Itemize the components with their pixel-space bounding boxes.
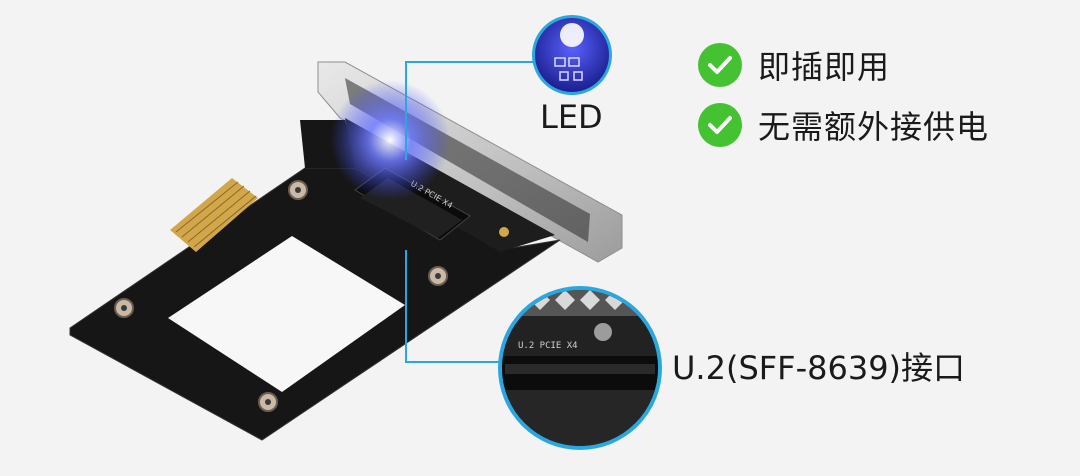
feature-text: 即插即用	[758, 48, 891, 86]
led-zoom-circle	[532, 15, 612, 95]
callout-lines	[405, 61, 535, 363]
feature-no-extra-power: 无需额外接供电	[698, 102, 989, 148]
check-circle-icon	[698, 103, 742, 147]
feature-text: 无需额外接供电	[758, 108, 990, 146]
check-circle-icon	[698, 43, 742, 87]
led-glow	[330, 80, 450, 200]
u2-zoom-circle: U.2 PCIE X4	[498, 286, 662, 450]
pcb-board: U.2 PCIE X4	[69, 80, 561, 441]
blank-label-area	[168, 236, 405, 392]
led-label: LED	[540, 98, 603, 136]
zoom-silk-text: U.2 PCIE X4	[518, 341, 578, 351]
u2-port-label: U.2(SFF-8639)接口	[672, 349, 966, 387]
gold-fingers	[170, 178, 258, 252]
feature-plug-and-play: 即插即用	[698, 42, 890, 88]
